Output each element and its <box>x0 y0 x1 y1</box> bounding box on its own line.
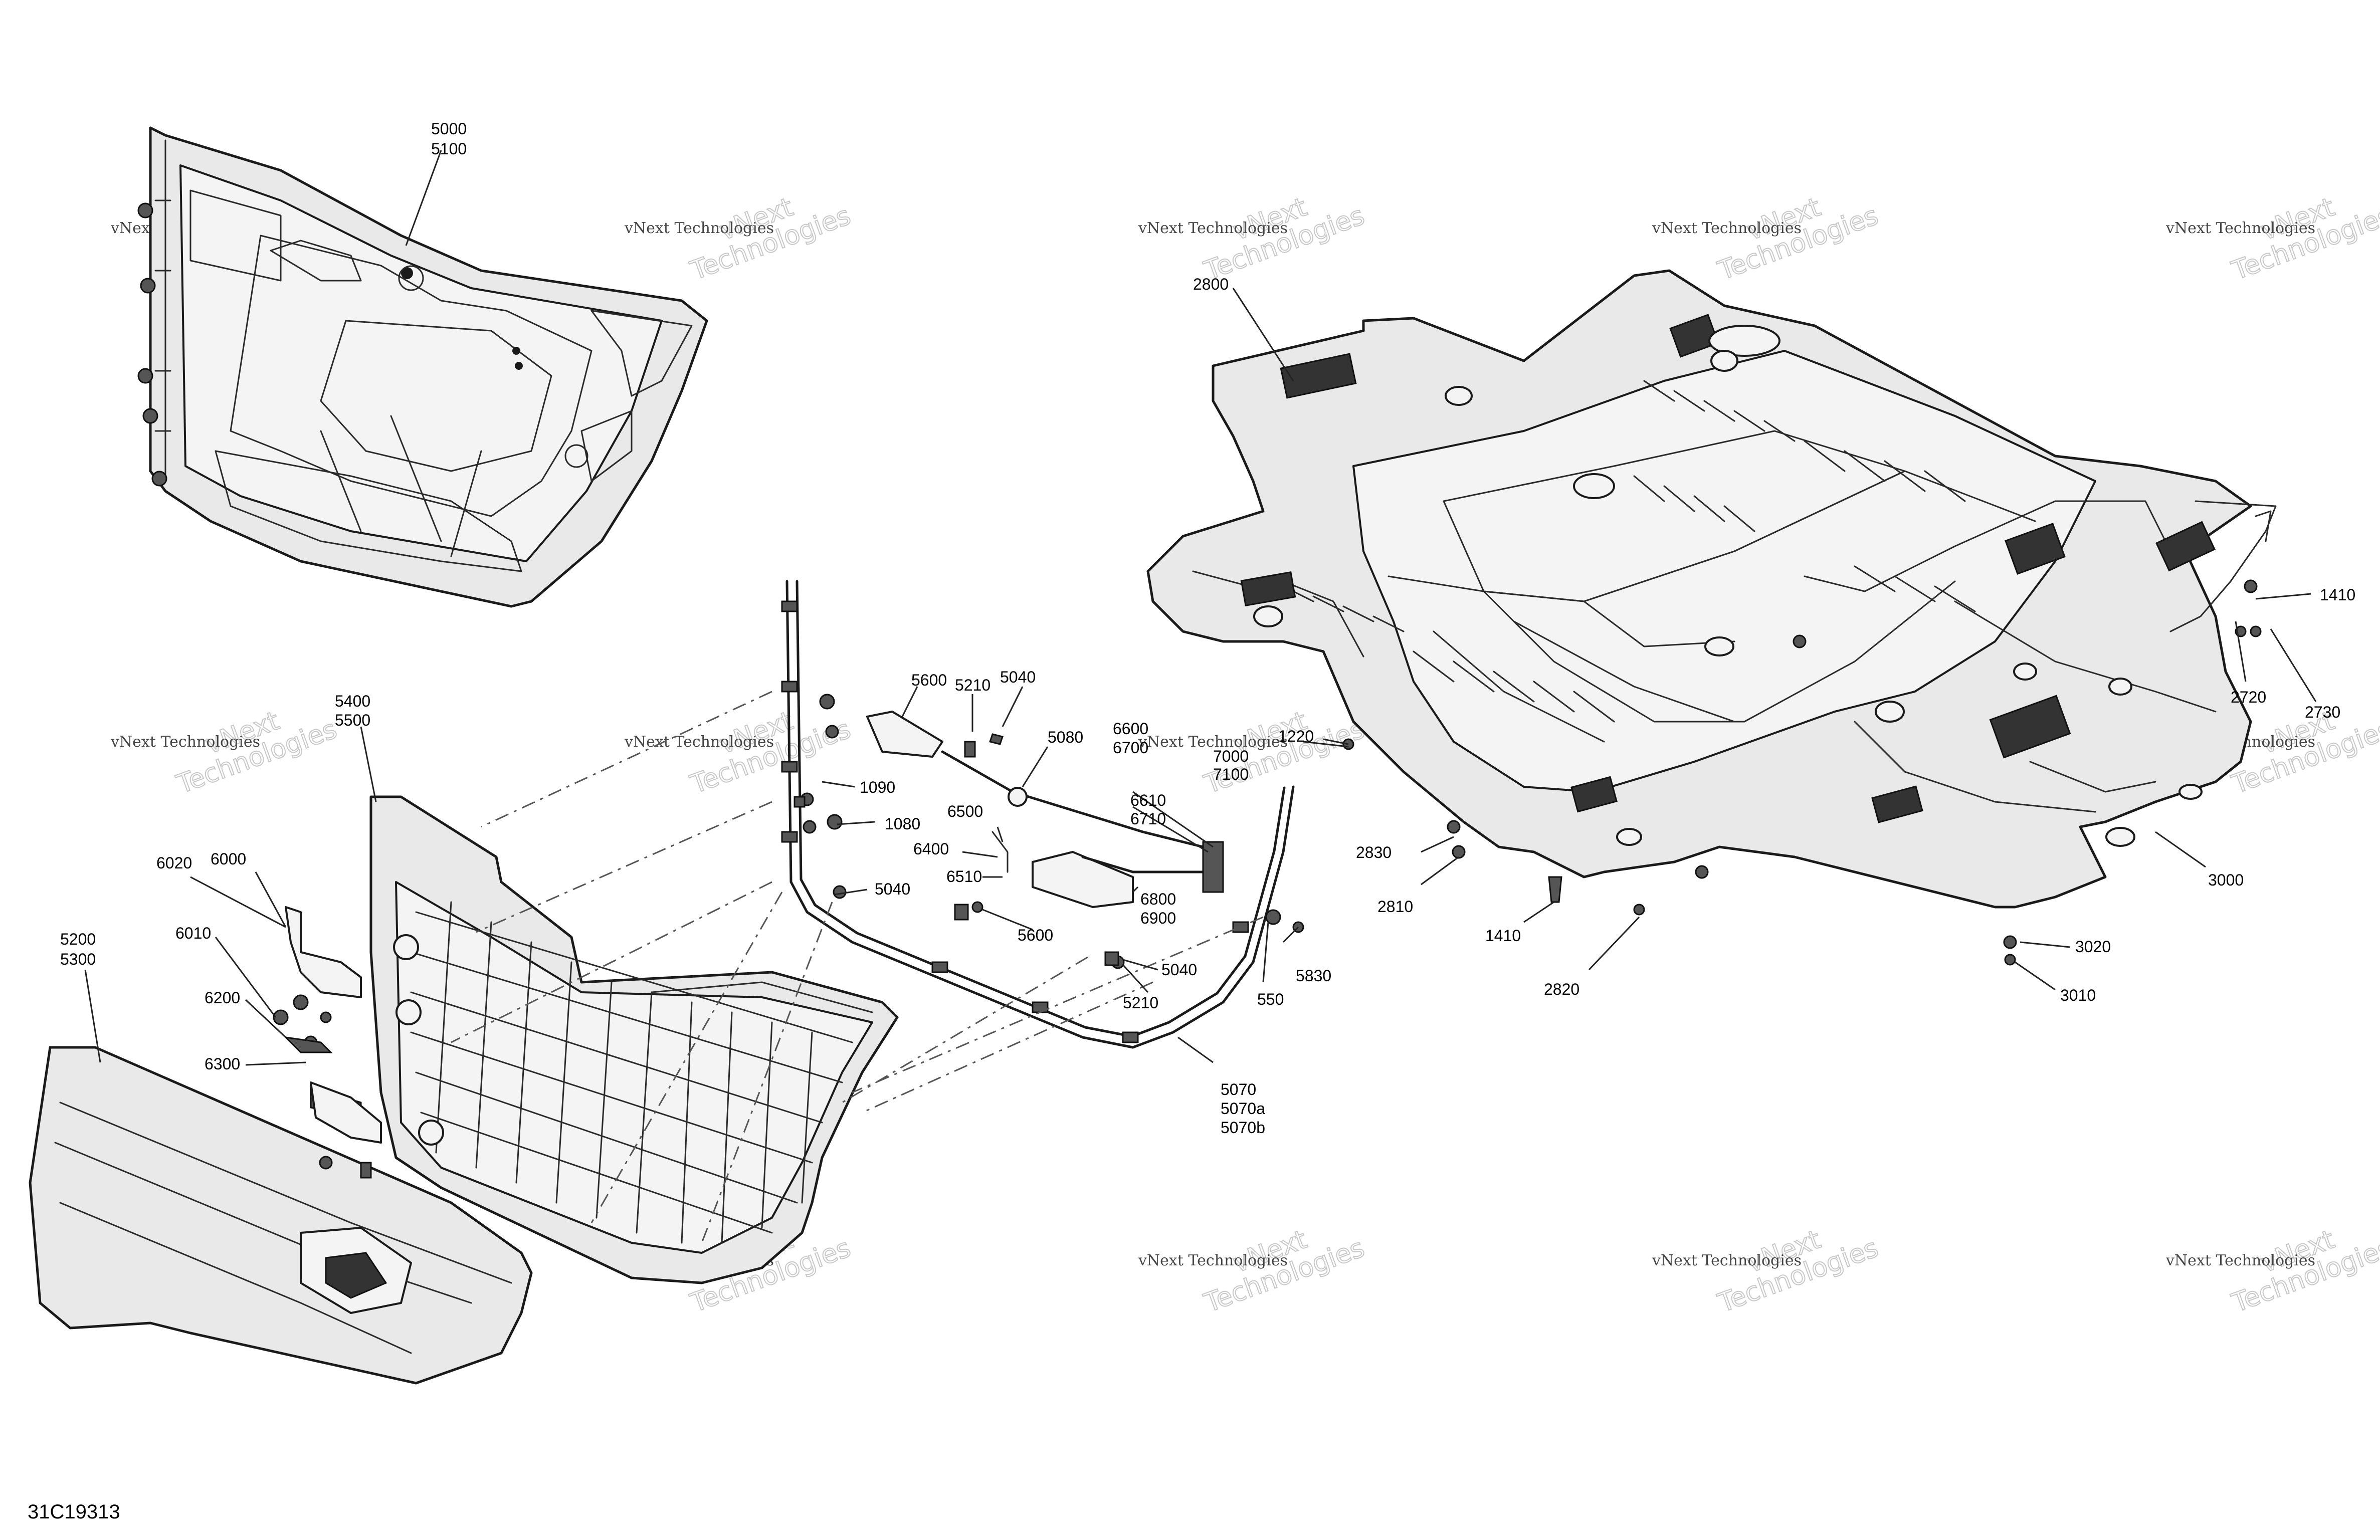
callout-2800: 2800 <box>1193 275 1229 293</box>
watermark-text: vNext Technologies <box>1652 219 1802 237</box>
callout-6700: 6700 <box>1113 739 1148 757</box>
callout-3020: 3020 <box>2075 938 2111 956</box>
callout-5040: 5040 <box>1000 668 1036 686</box>
watermark-text: vNext Technologies <box>1138 219 1288 237</box>
alignment-lines <box>451 691 1264 1243</box>
callout-5040: 5040 <box>1161 961 1197 979</box>
callout-5100: 5100 <box>431 140 467 158</box>
callout-7100: 7100 <box>1213 765 1249 783</box>
leader-lines <box>84 150 2317 1066</box>
callout-3010: 3010 <box>2060 986 2096 1004</box>
callout-6800: 6800 <box>1140 890 1176 908</box>
skid-ribs <box>1282 380 1976 723</box>
watermark-text: vNext Technologies <box>2165 1252 2315 1269</box>
callout-5080: 5080 <box>1048 728 1083 746</box>
front-panel-part <box>29 1046 533 1385</box>
watermark-text: vNext Technologies <box>110 733 260 751</box>
callout-1080: 1080 <box>885 815 920 833</box>
callout-5830: 5830 <box>1296 967 1331 985</box>
drawing-code: 31C19313 <box>28 1501 120 1523</box>
grille-panel-part <box>369 795 899 1284</box>
watermark-text: vNext Technologies <box>1138 1252 1288 1269</box>
callout-6500: 6500 <box>947 802 983 820</box>
callout-5070a: 5070a <box>1221 1099 1265 1118</box>
callout-5210: 5210 <box>1123 994 1158 1012</box>
callout-550: 550 <box>1257 990 1284 1008</box>
callout-6200: 6200 <box>205 989 240 1007</box>
callout-6300: 6300 <box>205 1055 240 1073</box>
callout-5000: 5000 <box>431 120 467 138</box>
callout-2820: 2820 <box>1544 980 1579 998</box>
callout-2810: 2810 <box>1377 898 1413 916</box>
callout-1220: 1220 <box>1278 727 1314 745</box>
watermark-text: vNext Technologies <box>624 219 774 237</box>
callout-5200: 5200 <box>60 930 96 948</box>
callout-5500: 5500 <box>335 711 370 729</box>
callout-7000: 7000 <box>1213 747 1249 765</box>
hinge-bracket <box>310 1081 382 1144</box>
callout-5300: 5300 <box>60 950 96 968</box>
callout-6020: 6020 <box>156 854 192 872</box>
callout-6900: 6900 <box>1140 909 1176 927</box>
watermark-text: vNext Technologies <box>2165 219 2315 237</box>
door-frame-part <box>137 126 708 608</box>
hinge-bracket <box>285 906 362 998</box>
door-trim-strip <box>781 580 1295 1049</box>
watermark-text: vNext Technologies <box>624 733 774 751</box>
callout-6400: 6400 <box>913 840 949 858</box>
callout-1410: 1410 <box>1485 927 1521 945</box>
callout-5600: 5600 <box>911 671 947 689</box>
watermark-text: vNext Technologies <box>1138 733 1288 751</box>
callout-2830: 2830 <box>1356 843 1392 861</box>
callout-5210: 5210 <box>955 676 990 694</box>
callout-5040: 5040 <box>875 880 910 898</box>
skid-plate-part <box>1146 269 2277 909</box>
callout-1090: 1090 <box>860 778 895 796</box>
callout-2730: 2730 <box>2305 703 2340 721</box>
callout-1410: 1410 <box>2320 586 2355 604</box>
watermark-text: vNext Technologies <box>1652 1252 1802 1269</box>
callout-5400: 5400 <box>335 692 370 710</box>
callout-6710: 6710 <box>1130 810 1166 828</box>
callout-5070: 5070 <box>1221 1080 1256 1098</box>
callout-5070b: 5070b <box>1221 1119 1265 1137</box>
latch-assembly <box>866 711 1224 908</box>
callout-6010: 6010 <box>175 924 211 942</box>
callout-3000: 3000 <box>2208 871 2244 889</box>
callout-6610: 6610 <box>1130 791 1166 809</box>
callout-2720: 2720 <box>2231 688 2266 706</box>
callout-labels: 5000 5100 2800 1410 2720 2730 5400 5500 … <box>60 120 2355 1137</box>
callout-5600: 5600 <box>1018 926 1053 944</box>
callout-6510: 6510 <box>946 867 982 886</box>
callout-6600: 6600 <box>1113 720 1148 738</box>
callout-6000: 6000 <box>211 850 246 868</box>
